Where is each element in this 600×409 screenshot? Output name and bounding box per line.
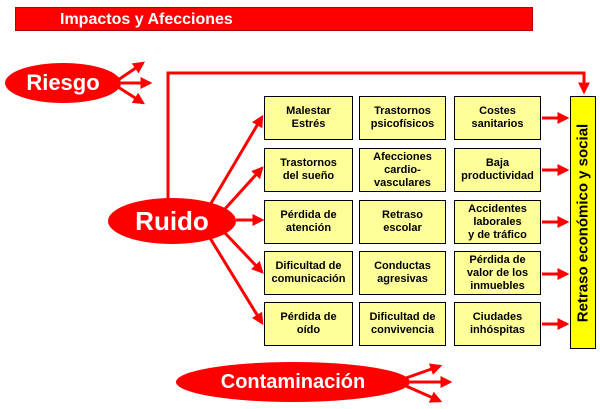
effect-cell: Malestar Estrés <box>264 96 353 140</box>
contaminacion-ellipse: Contaminación <box>176 362 410 402</box>
effect-cell: Ciudades inhóspitas <box>454 302 541 346</box>
outcome-label: Retraso económico y social <box>574 123 592 322</box>
effect-cell: Afecciones cardio- vasculares <box>359 148 446 192</box>
effect-cell: Trastornos psicofísicos <box>359 96 446 140</box>
effect-cell: Pérdida de valor de los inmuebles <box>454 251 541 295</box>
outcome-bar: Retraso económico y social <box>570 96 596 349</box>
col3-to-outcome-arrows <box>542 112 570 330</box>
title-bar: Impactos y Afecciones <box>15 7 533 31</box>
riesgo-ellipse: Riesgo <box>5 63 121 103</box>
diagram-title: Impactos y Afecciones <box>60 11 233 28</box>
effect-cell: Trastornos del sueño <box>264 148 353 192</box>
effect-cell: Pérdida de atención <box>264 200 353 244</box>
effect-cell: Conductas agresivas <box>359 251 446 295</box>
ruido-ellipse: Ruido <box>108 198 236 244</box>
effect-cell: Pérdida de oído <box>264 302 353 346</box>
riesgo-arrows <box>117 61 153 105</box>
effect-cell: Baja productividad <box>454 148 541 192</box>
effect-cell: Dificultad de comunicación <box>264 251 353 295</box>
contaminacion-arrows <box>405 363 453 403</box>
effect-cell: Retraso escolar <box>359 200 446 244</box>
riesgo-label: Riesgo <box>26 70 100 95</box>
contaminacion-label: Contaminación <box>220 370 366 393</box>
effect-cell: Costes sanitarios <box>454 96 541 140</box>
ruido-label: Ruido <box>135 205 209 236</box>
effect-cell: Dificultad de convivencia <box>359 302 446 346</box>
effect-cell: Accidentes laborales y de tráfico <box>454 200 541 244</box>
